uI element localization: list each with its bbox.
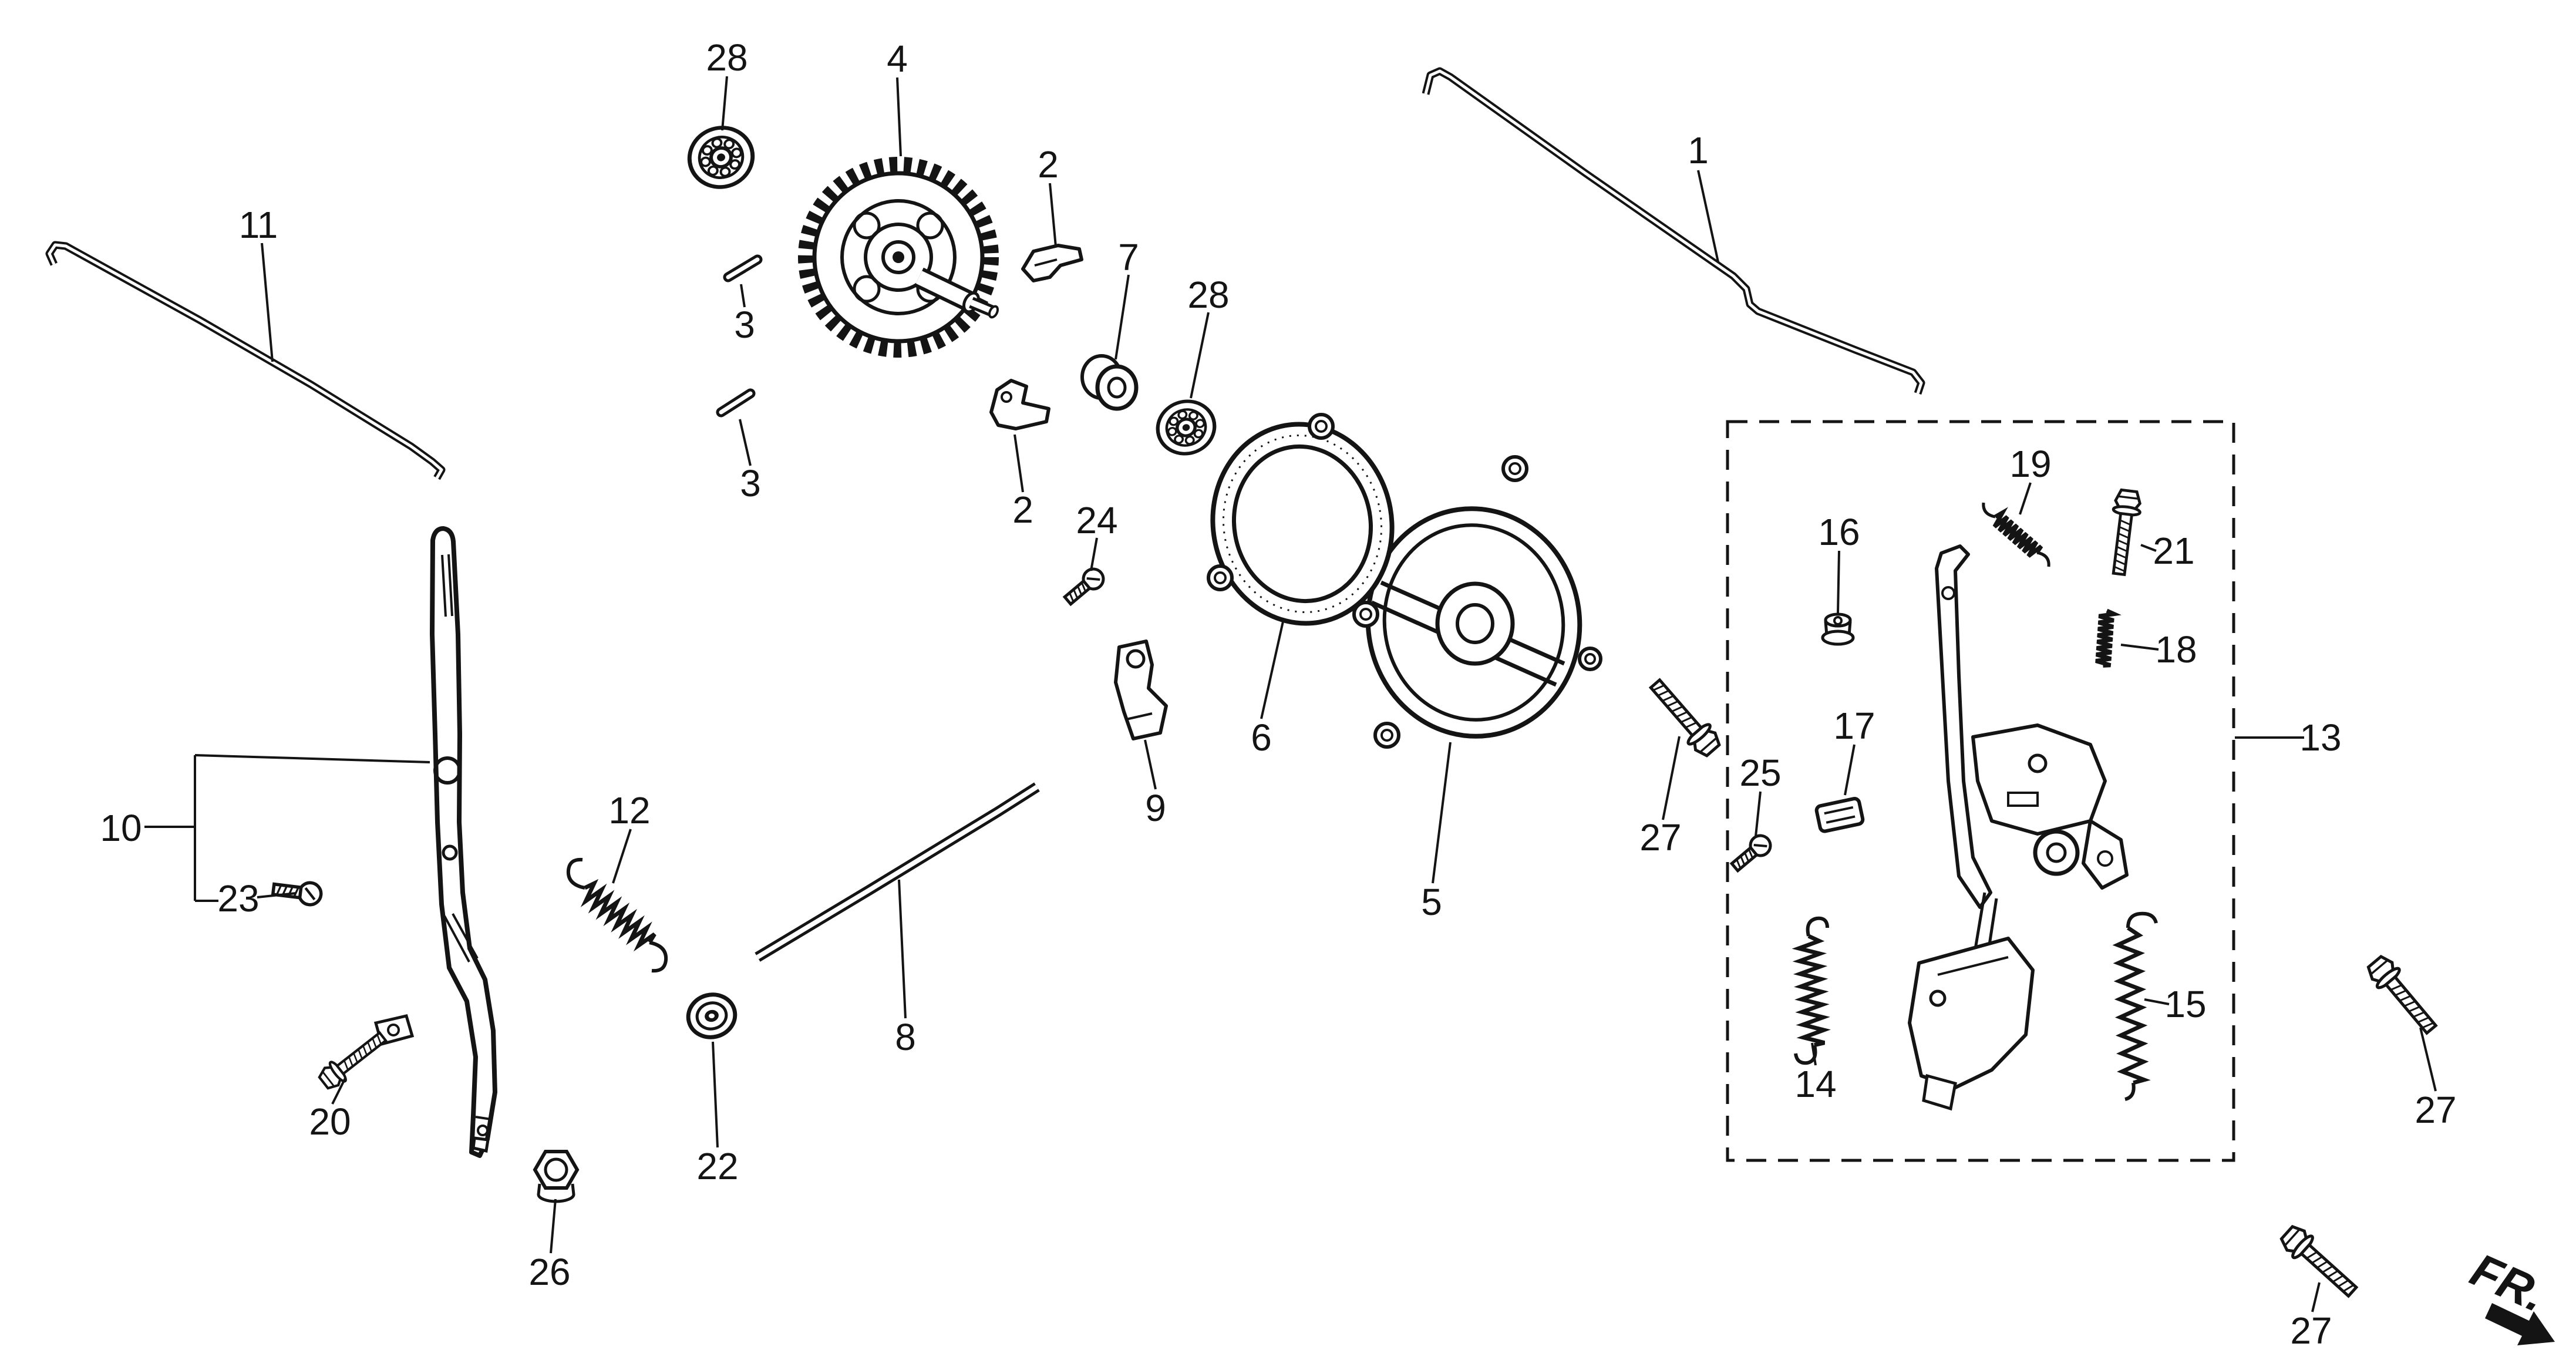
callout-6: 6	[1251, 716, 1272, 759]
part-1-governor-rod	[1422, 67, 1925, 395]
part-8-link-rod	[755, 782, 1040, 962]
part-3-pin-a	[723, 254, 763, 282]
callout-23: 23	[217, 877, 259, 920]
callout-10: 10	[100, 807, 142, 849]
part-12-spring	[566, 857, 668, 973]
callout-2-a: 2	[1038, 143, 1059, 186]
callout-28-a: 28	[706, 36, 747, 79]
part-4-cam-gear	[798, 157, 999, 358]
callout-24: 24	[1076, 499, 1117, 541]
part-6-gasket	[1207, 413, 1395, 628]
part-13-governor-arm-assembly	[1908, 544, 2129, 1111]
part-9-bracket	[1114, 639, 1168, 740]
callout-9: 9	[1145, 787, 1166, 829]
callout-10-bracket-lines	[144, 754, 430, 902]
callout-5: 5	[1421, 881, 1442, 923]
callout-27-b: 27	[2415, 1089, 2456, 1131]
part-3-pin-b	[716, 388, 756, 418]
callout-27-c: 27	[2290, 1310, 2332, 1352]
callout-3-b: 3	[740, 462, 761, 504]
callout-4: 4	[887, 38, 908, 80]
callout-18: 18	[2155, 628, 2197, 671]
part-2-weight-b	[989, 379, 1050, 430]
callout-7: 7	[1118, 236, 1139, 278]
callout-leader-lines	[257, 76, 2437, 1312]
callout-28-b: 28	[1187, 274, 1229, 316]
part-11-choke-rod	[45, 241, 446, 480]
part-19-spring	[1982, 502, 2050, 567]
callout-16: 16	[1818, 511, 1860, 553]
part-22-grommet	[686, 992, 738, 1039]
part-10-control-lever	[373, 526, 497, 1158]
callout-11: 11	[239, 204, 278, 246]
part-7-collar	[1080, 354, 1139, 411]
callout-19: 19	[2009, 443, 2051, 485]
assembly-13-boundary-box	[1726, 420, 2235, 1162]
callout-3-a: 3	[734, 304, 755, 346]
callout-14: 14	[1794, 1063, 1836, 1105]
callout-26: 26	[528, 1251, 570, 1293]
part-14-spring	[1794, 916, 1829, 1065]
callout-17: 17	[1833, 705, 1875, 747]
part-2-weight-a	[1021, 244, 1083, 282]
callout-20: 20	[309, 1100, 351, 1143]
part-5-governor-cover	[1365, 455, 1602, 749]
callout-27-a: 27	[1639, 816, 1681, 859]
callout-22: 22	[696, 1145, 738, 1187]
callout-8: 8	[895, 1016, 916, 1058]
callout-25: 25	[1739, 752, 1781, 794]
callout-12: 12	[608, 789, 650, 832]
fr-arrow-icon	[2485, 1303, 2555, 1345]
callout-13: 13	[2299, 716, 2341, 759]
callout-1: 1	[1688, 129, 1709, 171]
callout-15: 15	[2164, 983, 2206, 1025]
callout-labels: 28 4 2 7 28 11 3 3 2 24 1 19 16 21 18 13…	[100, 36, 2456, 1352]
part-16-grommet	[1821, 612, 1855, 646]
part-15-spring	[2117, 911, 2158, 1101]
part-17-clip	[1814, 797, 1865, 833]
callout-21: 21	[2153, 530, 2194, 572]
callout-2-b: 2	[1012, 489, 1033, 531]
